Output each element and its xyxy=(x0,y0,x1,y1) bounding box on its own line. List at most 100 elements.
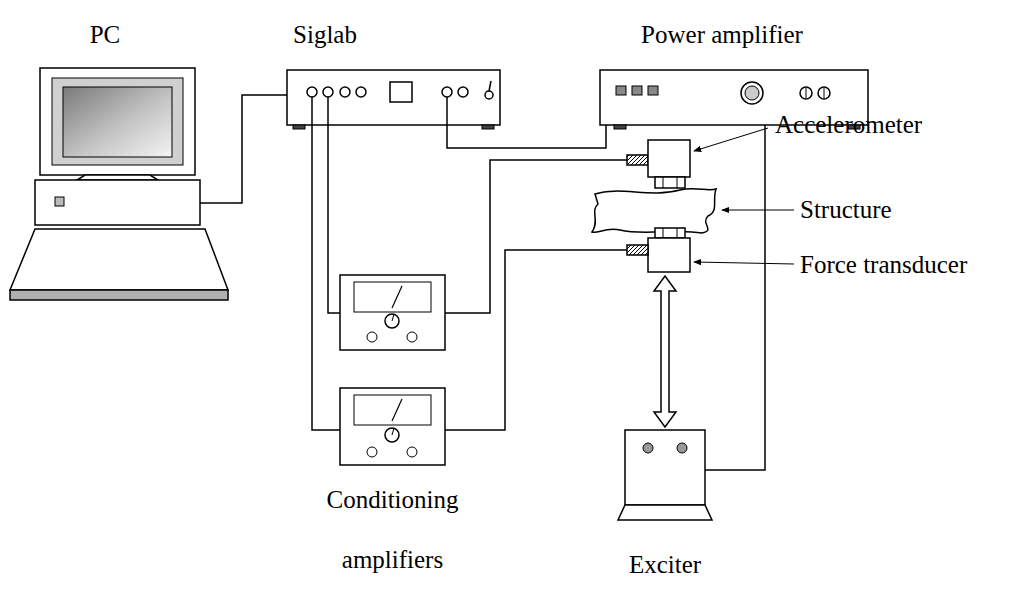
exciter-symbol xyxy=(643,443,653,453)
accelerometer-symbol xyxy=(627,140,690,188)
exciter-symbol xyxy=(705,469,712,471)
signal-analyzer-symbol xyxy=(287,70,500,125)
leader-line xyxy=(694,128,768,151)
force-transducer: Force transducer xyxy=(627,228,690,272)
signal-analyzer-symbol xyxy=(485,91,493,99)
conditioning-amplifier-symbol xyxy=(392,286,402,308)
label-box: Conditioning amplifiers xyxy=(308,470,478,590)
computer-symbol xyxy=(10,68,230,300)
conditioning-amplifier-symbol xyxy=(407,332,417,342)
leader-line xyxy=(694,262,794,264)
signal-cable xyxy=(445,160,627,313)
conditioning-amplifier-symbol xyxy=(392,428,394,435)
force-transducer-symbol xyxy=(663,228,664,238)
force-transducer-symbol xyxy=(648,238,690,272)
exciter-symbol xyxy=(618,505,712,520)
device-label: PC xyxy=(90,20,121,50)
computer-symbol xyxy=(63,87,172,157)
signal-analyzer-symbol xyxy=(458,87,468,97)
accelerometer: Accelerometer xyxy=(627,140,690,188)
exciter: Exciter xyxy=(618,430,712,520)
label-box: Force transducer xyxy=(800,250,967,280)
signal-analyzer-symbol xyxy=(327,97,329,125)
signal-cable xyxy=(447,125,606,148)
exciter-symbol xyxy=(677,443,687,453)
conditioning-amplifier-symbol xyxy=(392,314,394,321)
computer-symbol xyxy=(52,78,183,165)
conditioning-amplifiers: Conditioning amplifiers xyxy=(340,275,445,465)
label-box: PC xyxy=(90,20,121,50)
device-label: Force transducer xyxy=(800,250,967,280)
power-amplifier-symbol xyxy=(818,87,830,99)
power-amplifier-symbol xyxy=(824,88,825,98)
computer-symbol xyxy=(40,68,195,175)
conditioning-amplifier-symbol xyxy=(367,332,377,342)
power-amplifier-symbol xyxy=(806,88,807,98)
force-transducer-symbol xyxy=(627,228,690,272)
conditioning-amplifier-symbol xyxy=(340,275,445,350)
conditioning-amplifier-symbol xyxy=(340,275,445,350)
device-label: Structure xyxy=(800,195,892,225)
signal-analyzer: Siglab xyxy=(287,70,500,125)
device-label: Conditioning amplifiers xyxy=(308,470,478,590)
computer-symbol xyxy=(35,180,200,225)
force-transducer-symbol xyxy=(655,228,685,238)
signal-cable xyxy=(312,125,340,430)
label-box: Power amplifier xyxy=(641,20,803,50)
signal-cable xyxy=(328,125,340,313)
force-transducer-symbol xyxy=(677,228,678,238)
power-amplifier-symbol xyxy=(648,86,658,95)
signal-analyzer-symbol xyxy=(489,81,491,91)
leader-line xyxy=(694,128,794,264)
power-amplifier-symbol xyxy=(632,86,642,95)
leader-line xyxy=(722,210,794,211)
power-amplifier-symbol xyxy=(614,125,626,129)
conditioning-amplifier-symbol xyxy=(392,399,402,421)
device-label: Power amplifier xyxy=(641,20,803,50)
conditioning-amplifier-symbol xyxy=(385,428,399,442)
signal-analyzer-symbol xyxy=(340,87,350,97)
signal-analyzer-symbol xyxy=(287,70,500,129)
computer: PC xyxy=(10,65,230,305)
computer-symbol xyxy=(55,197,64,206)
computer-symbol xyxy=(10,229,228,290)
power-amplifier-symbol xyxy=(800,87,812,99)
exciter-symbol xyxy=(618,430,712,520)
conditioning-amplifier-symbol xyxy=(385,314,399,328)
label-box: Structure xyxy=(800,195,892,225)
conditioning-amplifier-symbol xyxy=(340,388,445,465)
conditioning-amplifier-symbol xyxy=(407,447,417,457)
conditioning-amplifier-symbol xyxy=(354,395,431,425)
structure-outline xyxy=(592,189,716,233)
signal-cable xyxy=(230,95,287,203)
signal-cable xyxy=(712,125,765,470)
device-label: Siglab xyxy=(293,20,357,50)
accelerometer-symbol xyxy=(677,177,678,188)
signal-analyzer-symbol xyxy=(311,97,313,125)
signal-analyzer-symbol xyxy=(442,87,452,97)
label-box: Accelerometer xyxy=(775,110,922,140)
signal-analyzer-symbol xyxy=(446,97,448,125)
signal-analyzer-symbol xyxy=(293,125,305,129)
power-amplifier-symbol xyxy=(741,82,763,104)
accelerometer-symbol xyxy=(663,177,664,188)
signal-analyzer-symbol xyxy=(356,87,366,97)
signal-analyzer-symbol xyxy=(390,82,412,102)
conditioning-amplifier-symbol xyxy=(354,282,431,312)
power-amplifier-symbol xyxy=(616,86,626,95)
signal-analyzer-symbol xyxy=(323,87,333,97)
signal-analyzer-symbol xyxy=(307,87,317,97)
computer-symbol xyxy=(200,202,230,204)
power-amplifier-symbol xyxy=(745,86,759,100)
accelerometer-symbol xyxy=(655,177,685,188)
force-transducer-symbol xyxy=(627,245,648,255)
signal-analyzer-symbol xyxy=(482,125,494,129)
accelerometer-symbol xyxy=(627,155,648,165)
label-box: Exciter xyxy=(629,550,701,580)
accelerometer-symbol xyxy=(648,140,690,177)
excitation-arrow xyxy=(654,276,676,427)
device-label: Exciter xyxy=(629,550,701,580)
